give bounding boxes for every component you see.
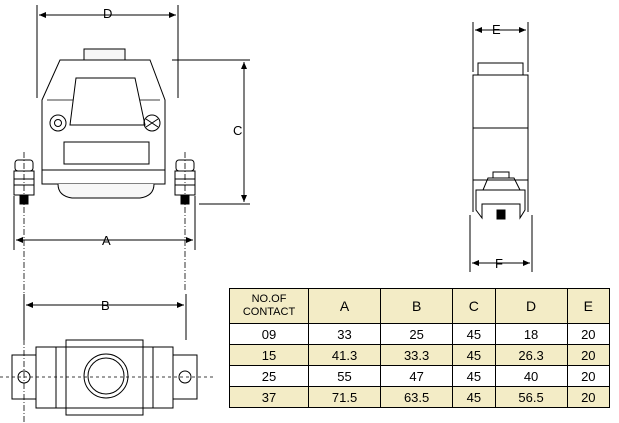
table-row: 15 41.3 33.3 45 26.3 20	[229, 344, 611, 366]
table-cell: 33.3	[380, 344, 454, 366]
table-cell: 20	[566, 386, 611, 408]
table-cell: 20	[566, 365, 611, 387]
table-cell: 55	[307, 365, 382, 387]
header-line-2: CONTACT	[242, 306, 296, 318]
bottom-view	[0, 294, 215, 416]
table-cell: 15	[229, 344, 309, 366]
table-cell: 25	[229, 365, 309, 387]
table-cell: 41.3	[307, 344, 382, 366]
dim-label-a: A	[102, 233, 111, 248]
header-col-a: A	[307, 288, 382, 324]
dim-label-c: C	[233, 123, 242, 138]
table-cell: 45	[452, 386, 496, 408]
header-contact-count: NO.OF CONTACT	[229, 288, 309, 324]
dimension-d	[36, 5, 179, 98]
dim-label-f: F	[495, 256, 503, 271]
table-cell: 37	[229, 386, 309, 408]
table-cell: 71.5	[307, 386, 382, 408]
table-cell: 40	[494, 365, 568, 387]
front-view	[13, 48, 196, 205]
table-row: 25 55 47 45 40 20	[229, 365, 611, 387]
table-cell: 45	[452, 323, 496, 345]
table-cell: 18	[494, 323, 568, 345]
dim-label-d: D	[103, 6, 112, 21]
table-cell: 33	[307, 323, 382, 345]
dimension-a	[13, 196, 196, 250]
table-cell: 56.5	[494, 386, 568, 408]
table-cell: 20	[566, 344, 611, 366]
table-cell: 47	[380, 365, 454, 387]
table-row: 37 71.5 63.5 45 56.5 20	[229, 386, 611, 408]
header-col-b: B	[380, 288, 454, 324]
dimension-table: NO.OF CONTACT A B C D E 09 33 25 45 18 2…	[229, 288, 611, 408]
table-cell: 45	[452, 365, 496, 387]
table-cell: 45	[452, 344, 496, 366]
side-view	[469, 22, 533, 272]
table-cell: 26.3	[494, 344, 568, 366]
header-col-d: D	[494, 288, 568, 324]
ear-center-lines	[23, 152, 186, 423]
table-cell: 20	[566, 323, 611, 345]
table-cell: 63.5	[380, 386, 454, 408]
dimension-c	[172, 59, 250, 205]
dim-label-e: E	[492, 22, 501, 37]
header-line-1: NO.OF	[251, 293, 287, 305]
table-header-row: NO.OF CONTACT A B C D E	[229, 288, 611, 324]
table-cell: 25	[380, 323, 454, 345]
table-cell: 09	[229, 323, 309, 345]
table-row: 09 33 25 45 18 20	[229, 323, 611, 345]
header-col-e: E	[566, 288, 611, 324]
dim-label-b: B	[101, 298, 110, 313]
header-col-c: C	[452, 288, 496, 324]
